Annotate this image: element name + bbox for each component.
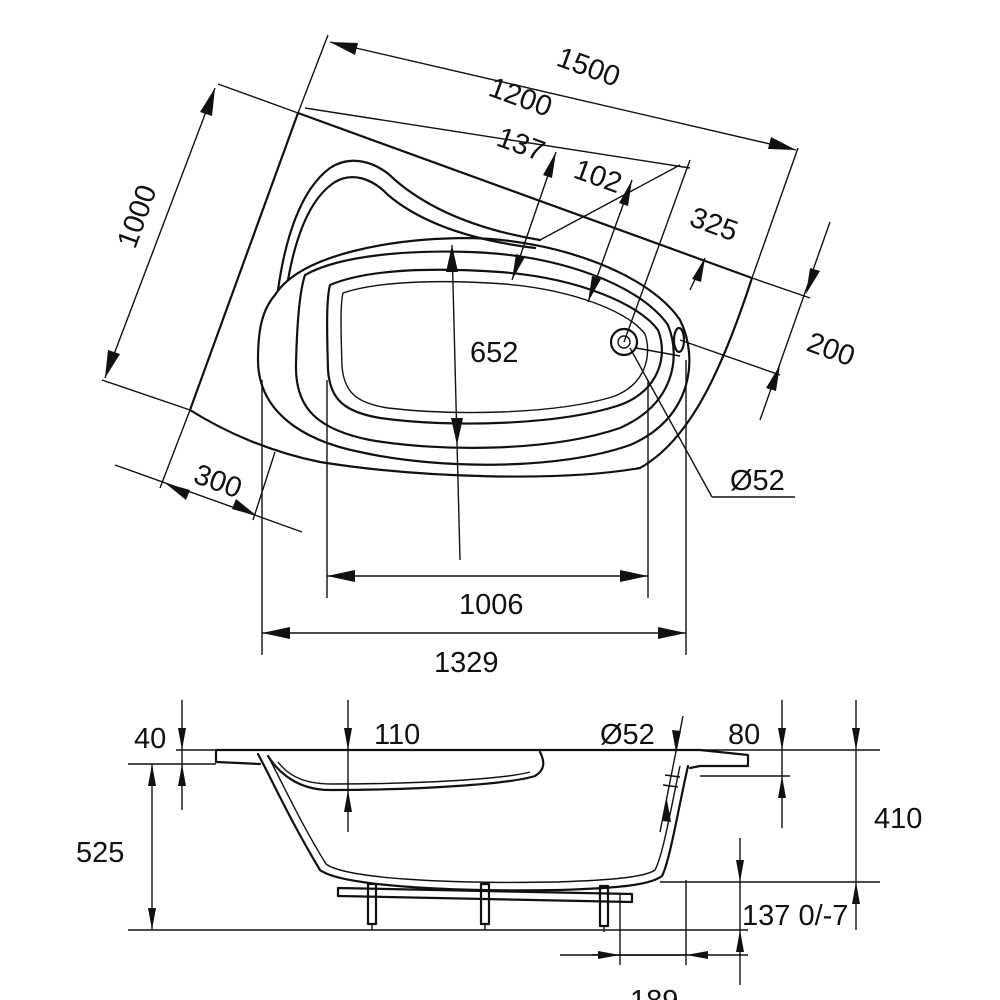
dim-line-652 — [451, 244, 461, 561]
support-leg — [598, 884, 610, 928]
headrest-lobe — [276, 159, 542, 292]
dim-label-200: 200 — [803, 327, 859, 374]
dim-label-1000: 1000 — [112, 181, 164, 253]
dim-line-1000 — [104, 87, 216, 379]
overflow-feature — [672, 326, 686, 354]
dim-line-300 — [114, 464, 303, 533]
rim-top — [214, 748, 750, 770]
drain-diameter-label: Ø52 — [730, 465, 785, 497]
headrest-recess-inner — [277, 761, 531, 785]
dim-line-1500 — [329, 41, 797, 151]
bath-oval-rim — [256, 236, 691, 466]
dim-label-1200: 1200 — [485, 72, 557, 124]
drain-outer — [609, 327, 639, 357]
dim-label-leg: 137 0/-7 — [742, 900, 848, 932]
dim-label-80: 80 — [728, 719, 760, 751]
bath-basin — [326, 268, 663, 425]
dim-label-137: 137 — [493, 122, 549, 169]
plan-view: 1500 1200 1000 137 102 325 200 300 — [101, 34, 859, 679]
support-leg — [366, 882, 378, 926]
bath-basin-inner — [340, 280, 649, 414]
side-view: 40 110 Ø52 80 410 525 137 0/-7 — [76, 700, 922, 1000]
headrest-lobe-inner — [286, 176, 537, 282]
overflow-diameter-label: Ø52 — [600, 719, 655, 751]
dim-label-325: 325 — [686, 202, 742, 249]
base-frame — [336, 886, 634, 904]
headrest-recess — [266, 750, 545, 792]
support-legs — [366, 882, 610, 932]
drain-inner — [617, 335, 631, 349]
tub-body — [256, 752, 690, 892]
dim-line-1200 — [304, 107, 691, 169]
dim-label-1500: 1500 — [553, 42, 625, 94]
bath-oval-inner-rim — [294, 250, 675, 449]
bath-outer-outline — [188, 111, 754, 478]
dim-label-189: 189 — [630, 985, 678, 1000]
dim-line-200 — [759, 221, 831, 421]
dim-label-652: 652 — [470, 337, 518, 369]
dim-label-525: 525 — [76, 837, 124, 869]
dim-label-1006: 1006 — [459, 589, 524, 621]
dim-label-300: 300 — [190, 459, 246, 506]
dim-label-40: 40 — [134, 723, 166, 755]
dim-label-1329: 1329 — [434, 647, 499, 679]
dim-label-410: 410 — [874, 803, 922, 835]
dim-label-110: 110 — [374, 719, 420, 751]
tub-body-inner — [267, 755, 681, 884]
rim-left-edge — [214, 748, 262, 766]
dim-label-102: 102 — [570, 154, 626, 201]
